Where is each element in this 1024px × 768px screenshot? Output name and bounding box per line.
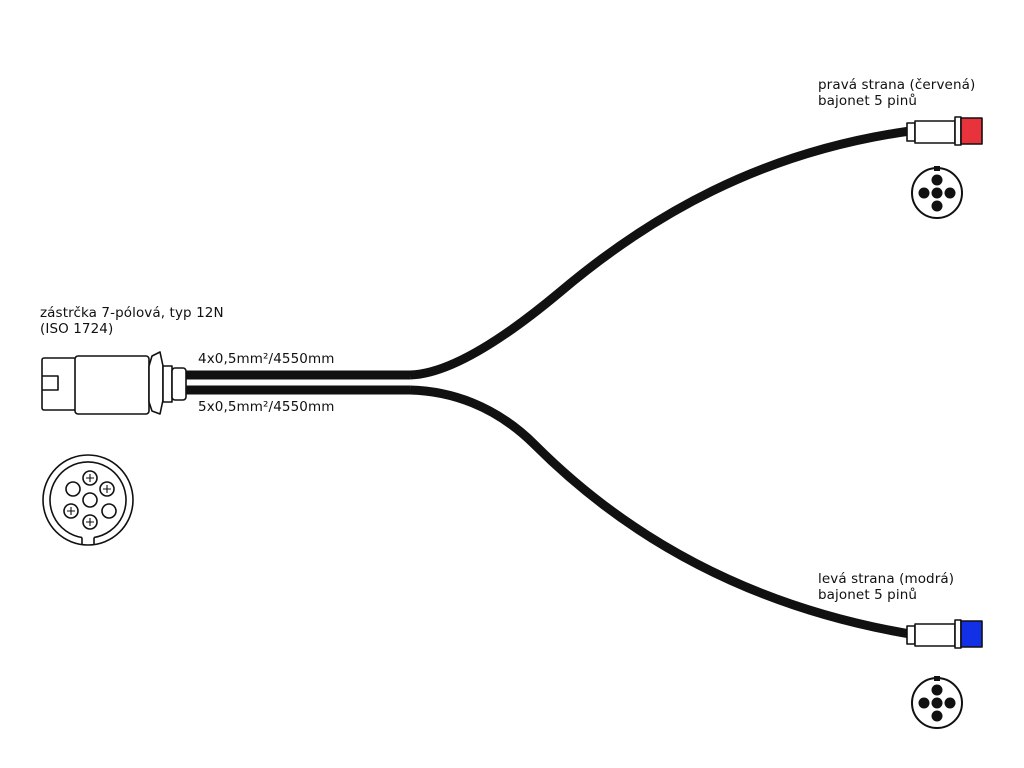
plug-face-inner-ring <box>49 461 127 539</box>
right-pin-left <box>918 187 930 199</box>
right-pin-top <box>931 174 943 186</box>
right-connector-type-label: bajonet 5 pinů <box>818 93 918 109</box>
lower-cable-spec: 5x0,5mm²/4550mm <box>198 399 335 415</box>
right-pin-right <box>944 187 956 199</box>
right-connector-collar <box>954 116 962 146</box>
right-side-cable <box>409 126 911 380</box>
plug-7pin-front-view <box>42 454 134 546</box>
right-socket-key <box>934 166 940 171</box>
pin-center <box>82 492 98 508</box>
left-connector-type-label: bajonet 5 pinů <box>818 587 918 603</box>
left-pin-right <box>944 697 956 709</box>
cable-harness <box>186 126 911 639</box>
right-connector-body <box>914 120 956 144</box>
plug-label-standard: (ISO 1724) <box>40 321 114 337</box>
left-pin-center <box>931 697 943 709</box>
left-pin-bottom <box>931 710 943 722</box>
left-connector-body <box>914 623 956 647</box>
left-pin-top <box>931 684 943 696</box>
right-side-label: pravá strana (červená) <box>818 77 976 93</box>
plug-label-type: zástrčka 7-pólová, typ 12N <box>40 305 224 321</box>
left-pin-left <box>918 697 930 709</box>
left-side-label: levá strana (modrá) <box>818 571 955 587</box>
plug-key-notch <box>42 375 59 391</box>
left-socket-key <box>934 676 940 681</box>
left-connector-collar <box>954 619 962 649</box>
pin-upper-left <box>65 481 81 497</box>
plug-strain-relief <box>148 351 164 415</box>
right-pin-bottom <box>931 200 943 212</box>
left-side-cable <box>409 385 911 639</box>
plug-front-cap <box>41 357 77 411</box>
upper-cable-spec: 4x0,5mm²/4550mm <box>198 351 335 367</box>
right-connector-red-cap <box>960 117 983 145</box>
right-pin-center <box>931 187 943 199</box>
right-bayonet-5pin-front-view <box>911 166 963 219</box>
plug-7pin-side-view <box>41 351 187 415</box>
right-connector-small-ring <box>906 122 916 142</box>
left-bayonet-5pin-front-view <box>911 676 963 729</box>
pin-lower-right <box>101 503 117 519</box>
plug-collar <box>162 365 173 403</box>
right-bayonet-connector <box>906 116 983 146</box>
left-connector-blue-cap <box>960 620 983 648</box>
left-bayonet-connector <box>906 619 983 649</box>
pin-crosshatch-marks <box>67 474 111 526</box>
plug-body <box>74 355 150 415</box>
left-connector-small-ring <box>906 625 916 645</box>
plug-ring <box>171 367 187 401</box>
